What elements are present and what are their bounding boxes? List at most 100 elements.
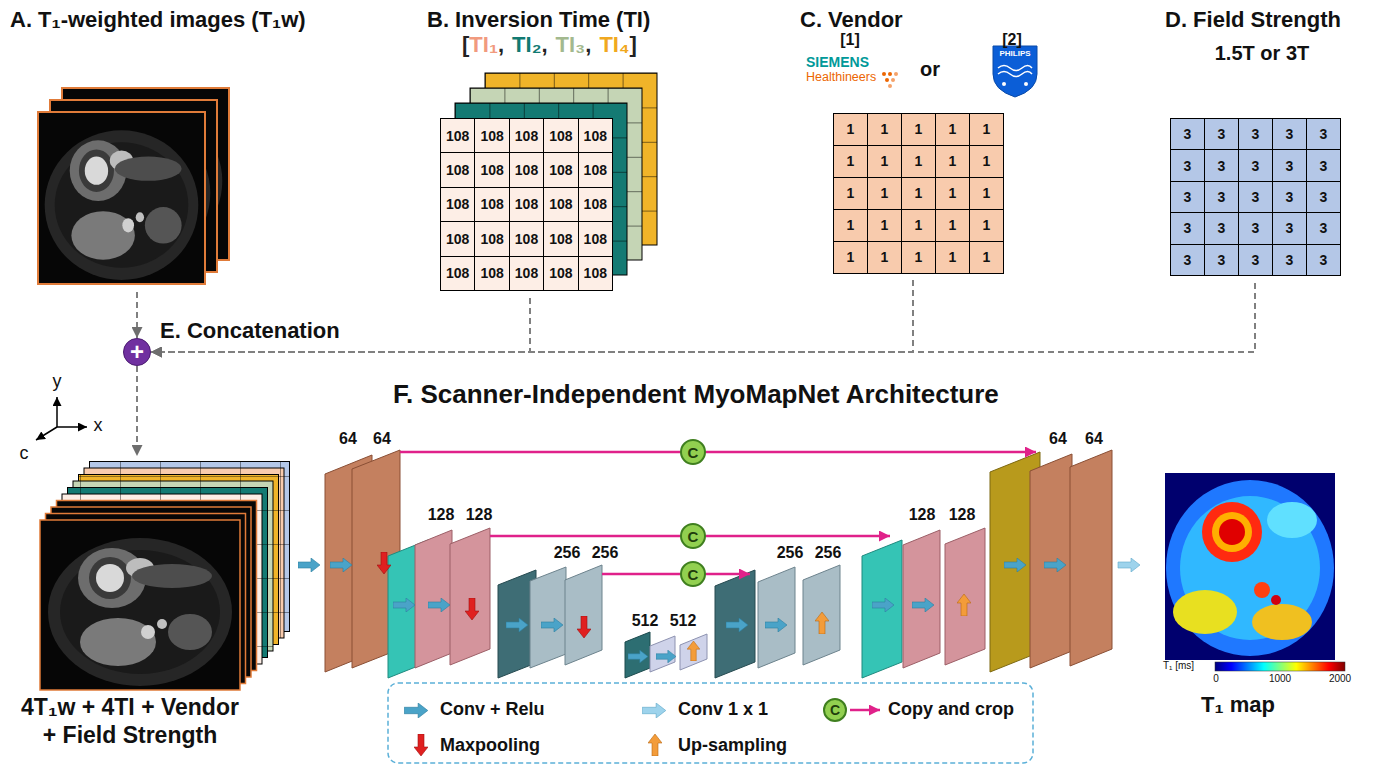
concat-symbol: + (130, 340, 144, 364)
vendor-cell: 1 (969, 209, 1004, 242)
colorbar-title: T₁ [ms] (1163, 660, 1194, 672)
logo-dot (888, 72, 892, 76)
panel-heading: A. T₁-weighted images (T₁w) (10, 7, 306, 33)
feature-map (803, 565, 840, 665)
maxpool-arrow (377, 552, 391, 574)
channel-count: 128 (909, 506, 936, 524)
field-strength-options: 1.5T or 3T (1215, 42, 1309, 65)
channel-count: 64 (373, 430, 391, 448)
inversion-time-cell: 108 (543, 256, 578, 291)
dashed-arrow (151, 283, 1255, 352)
logo-dot (888, 84, 892, 88)
shield-wave (998, 66, 1032, 71)
vendor-cell: 1 (901, 209, 936, 242)
vendor-cell: 1 (901, 177, 936, 210)
inversion-time-cell: 108 (474, 221, 509, 256)
ti-layer-grid (455, 103, 627, 275)
inversion-time-cell: 108 (509, 256, 544, 291)
copy-crop-line (400, 451, 1036, 454)
legend-frame (388, 683, 1033, 763)
feature-map (415, 530, 452, 668)
tensor-caption: 4T₁w + 4TI + Vendor + Field Strength (15, 694, 245, 749)
conv-arrow (872, 598, 894, 612)
logo-text: PHILIPS (999, 49, 1030, 58)
vendor-cell: 1 (867, 241, 902, 274)
vendor-cell: 1 (833, 209, 868, 242)
logo-dot (894, 72, 898, 76)
feature-map (625, 632, 650, 678)
channel-count: 256 (554, 544, 581, 562)
conv-arrow (506, 618, 528, 632)
feature-map (530, 567, 566, 668)
ti-layer (455, 103, 627, 275)
vendor-cell: 1 (867, 209, 902, 242)
field-strength-cell: 3 (1204, 181, 1239, 213)
feature-map (1070, 450, 1112, 666)
upsample-arrow (957, 594, 971, 616)
vendor-cell: 1 (969, 145, 1004, 178)
legend-box (388, 683, 1033, 763)
skip-connections (400, 452, 1036, 574)
conv-arrow (1044, 558, 1066, 572)
concat-circle: + (123, 338, 151, 366)
legend-text: Copy and crop (888, 699, 1014, 720)
inversion-time-cell: 108 (474, 256, 509, 291)
field-strength-cell: 3 (1238, 149, 1273, 181)
inversion-time-label: , (541, 32, 555, 57)
copy-crop-symbol: C (688, 445, 699, 460)
inversion-time-cell: 108 (440, 256, 475, 291)
logo-text: Healthineers (806, 70, 876, 84)
vendor-cell: 1 (901, 241, 936, 274)
legend-sample (850, 709, 880, 712)
legend-text: Conv 1 x 1 (678, 699, 768, 720)
feature-map (565, 565, 602, 665)
feature-map (862, 540, 902, 678)
dashed-arrow (151, 298, 530, 352)
feature-map (945, 528, 985, 665)
axis-label: x (94, 415, 103, 436)
inversion-time-label: [ (462, 32, 469, 57)
inversion-time-cell: 108 (578, 187, 613, 222)
axis-label: y (53, 371, 62, 392)
inversion-time-cell: 108 (440, 152, 475, 187)
field-strength-cell: 3 (1272, 244, 1307, 276)
field-strength-cell: 3 (1170, 244, 1205, 276)
vendor-cell: 1 (969, 113, 1004, 146)
copy-crop-circle: C (680, 561, 706, 587)
feature-map (680, 634, 707, 670)
inversion-time-row: [TI₁,TI₂,TI₃,TI₄] (462, 32, 637, 57)
vendor-cell: 1 (935, 177, 970, 210)
feature-map (450, 528, 490, 665)
conv-arrow (656, 650, 676, 663)
feature-map (758, 567, 795, 668)
colorbar (1215, 662, 1345, 671)
shield-star (1024, 82, 1028, 86)
output-caption: T₁ map (1160, 692, 1316, 718)
vendor-cell: 1 (969, 241, 1004, 274)
conjunction: or (920, 58, 940, 81)
field-strength-cell: 3 (1238, 181, 1273, 213)
panel-heading: B. Inversion Time (TI) (427, 7, 650, 33)
input-tensor: 4T₁w + 4TI + Vendor + Field Strength (0, 456, 295, 756)
channel-count: 128 (428, 506, 455, 524)
field-strength-cell: 3 (1306, 181, 1341, 213)
legend-sample (648, 734, 662, 756)
field-strength-cell: 3 (1306, 118, 1341, 150)
field-strength-cell: 3 (1238, 212, 1273, 244)
field-strength-cell: 3 (1306, 149, 1341, 181)
inversion-time-label: , (498, 32, 512, 57)
shield-star (1002, 82, 1006, 86)
conv-arrow (298, 558, 320, 572)
field-strength-cell: 3 (1306, 244, 1341, 276)
copy-crop-circle: C (680, 523, 706, 549)
inversion-time-cell: 108 (543, 221, 578, 256)
feature-map (715, 570, 755, 678)
field-strength-cell: 3 (1272, 118, 1307, 150)
map-ground (1165, 473, 1335, 660)
logo-text: SIEMENS (806, 54, 869, 70)
legend-text: Up-sampling (678, 735, 787, 756)
field-strength-cell: 3 (1204, 212, 1239, 244)
inversion-time-cell: 108 (543, 152, 578, 187)
inversion-time-label: TI₄ (599, 32, 629, 57)
vendor-cell: 1 (833, 113, 868, 146)
